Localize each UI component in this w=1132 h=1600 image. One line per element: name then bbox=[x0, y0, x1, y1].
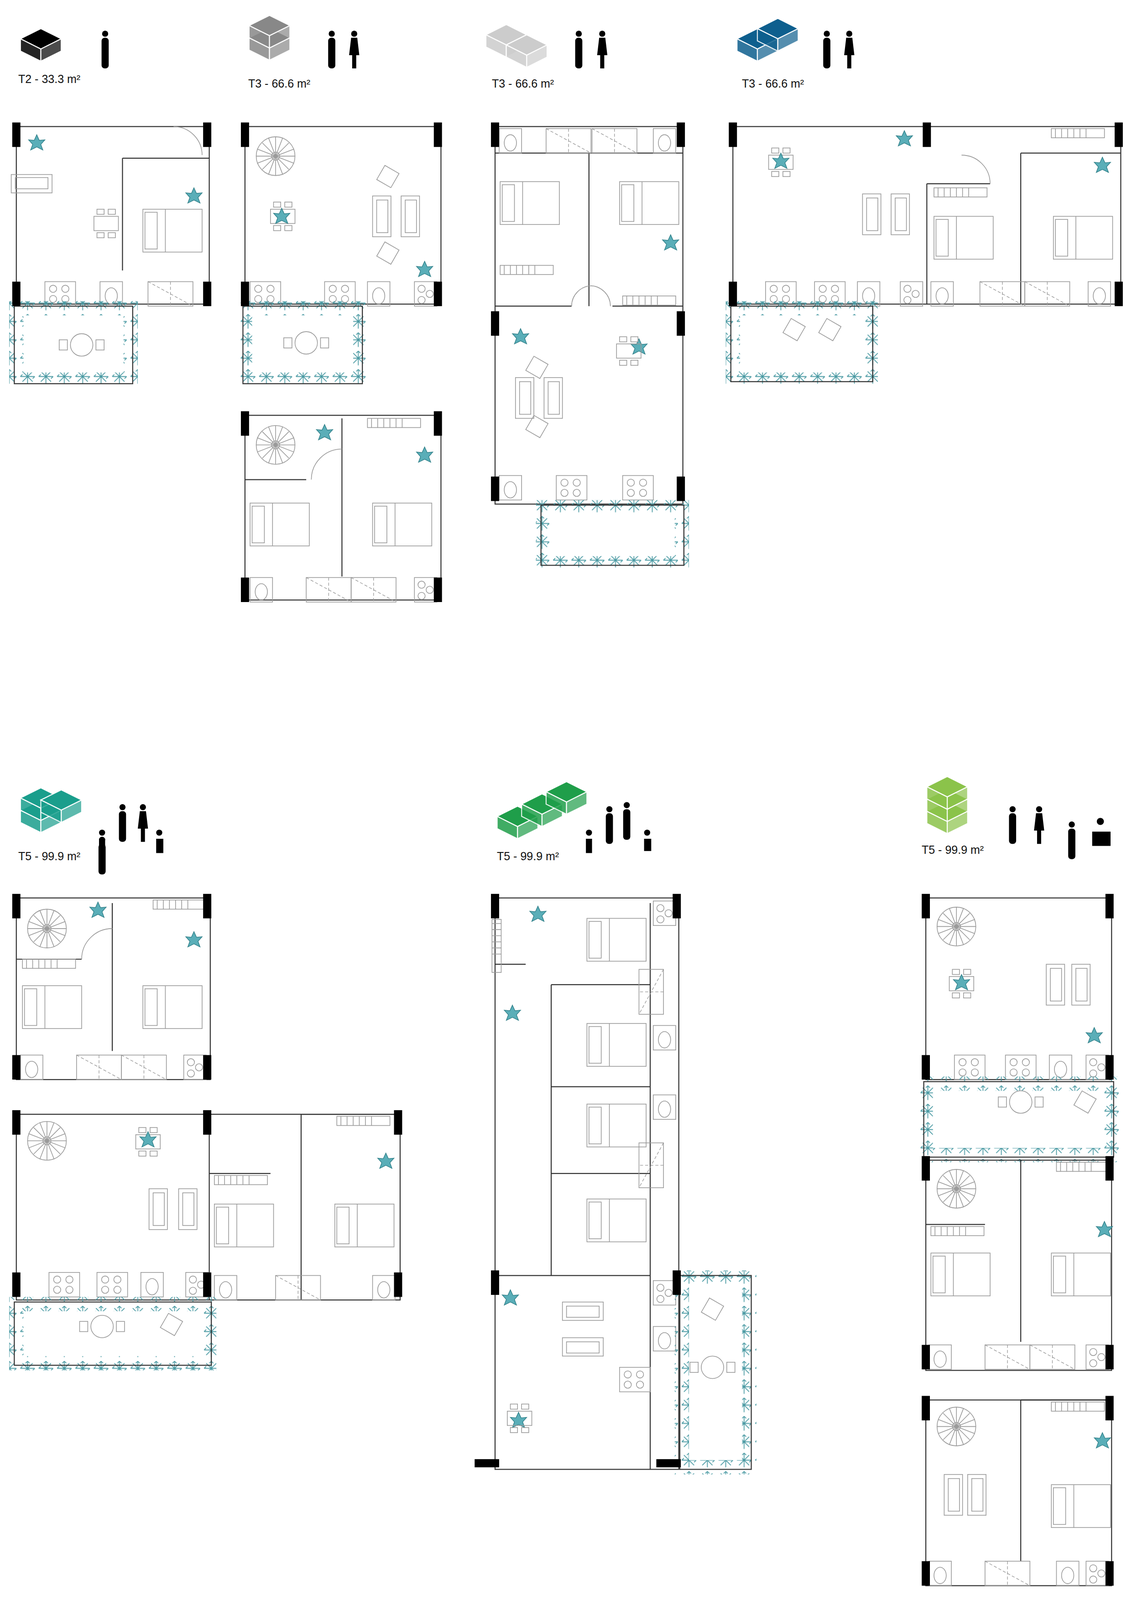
unit-label: T3 - 66.6 m² bbox=[741, 77, 804, 91]
unit-label: T3 - 66.6 m² bbox=[491, 77, 554, 91]
unit-label: T2 - 33.3 m² bbox=[18, 73, 81, 86]
unit-label: T5 - 99.9 m² bbox=[496, 850, 559, 864]
unit-label: T5 - 99.9 m² bbox=[18, 850, 81, 864]
unit-label: T5 - 99.9 m² bbox=[921, 844, 984, 857]
unit-label: T3 - 66.6 m² bbox=[248, 77, 311, 91]
